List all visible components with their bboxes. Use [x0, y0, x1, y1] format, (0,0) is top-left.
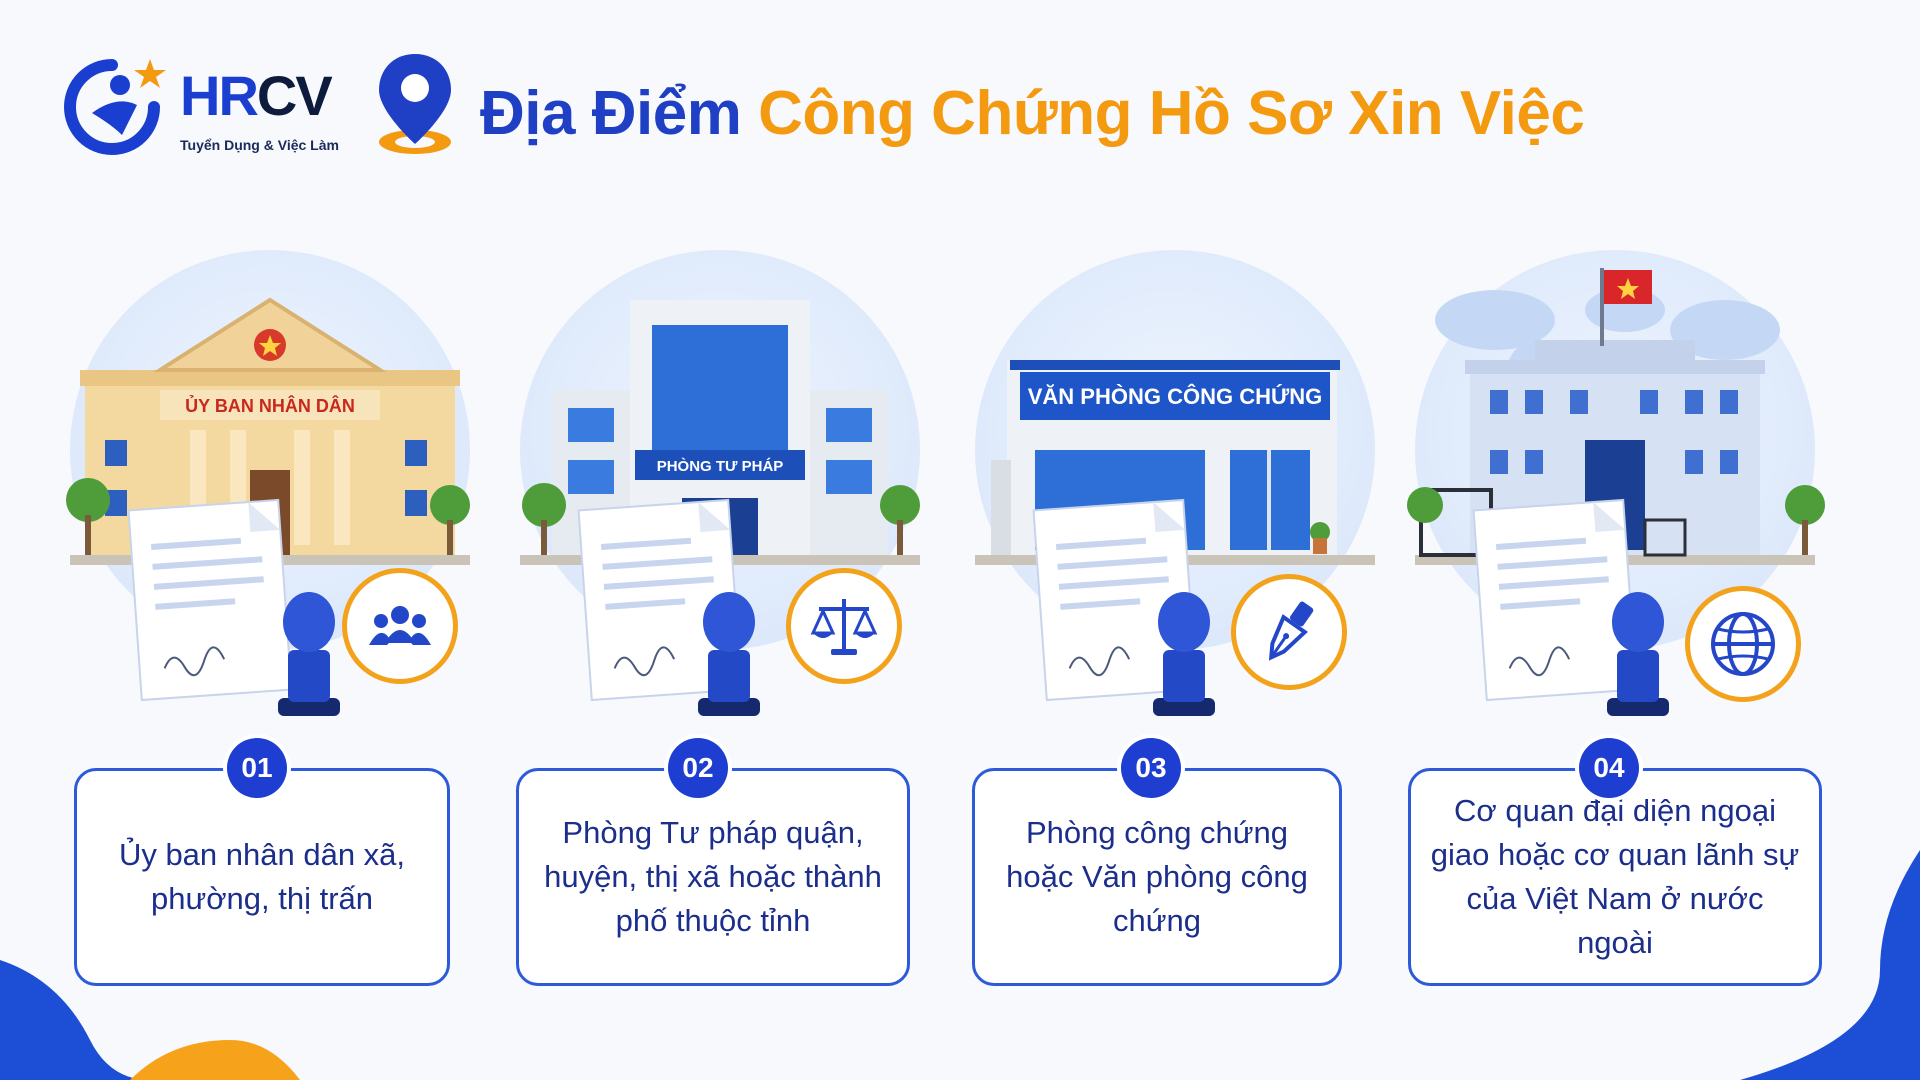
- description-box: Cơ quan đại diện ngoại giao hoặc cơ quan…: [1408, 768, 1822, 986]
- description-box: Phòng công chứng hoặc Văn phòng công chứ…: [972, 768, 1342, 986]
- building-sign: ỦY BAN NHÂN DÂN: [185, 395, 355, 416]
- logo-tagline: Tuyển Dụng & Việc Làm: [180, 137, 339, 153]
- card-01: ỦY BAN NHÂN DÂN: [50, 250, 490, 1000]
- fountain-pen-icon: [1268, 601, 1314, 661]
- badge-circle: [786, 568, 902, 684]
- badge-circle: [1231, 574, 1347, 690]
- scales-of-justice-icon: [810, 599, 878, 655]
- description-text: Phòng Tư pháp quận, huyện, thị xã hoặc t…: [544, 815, 882, 938]
- step-number: 01: [227, 738, 287, 798]
- page-title: Địa Điểm Công Chứng Hồ Sơ Xin Việc: [480, 79, 1585, 148]
- card-04: Cơ quan đại diện ngoại giao hoặc cơ quan…: [1395, 250, 1835, 1000]
- corner-wave-decoration: [0, 960, 300, 1080]
- building-sign: PHÒNG TƯ PHÁP: [657, 457, 784, 475]
- description-text: Ủy ban nhân dân xã, phường, thị trấn: [118, 837, 406, 916]
- people-group-icon: [369, 606, 431, 645]
- hrcv-logo: HRCV Tuyển Dụng & Việc Làm: [62, 55, 342, 165]
- badge-circle: [342, 568, 458, 684]
- people-committee-building-illustration: ỦY BAN NHÂN DÂN: [66, 297, 470, 716]
- description-text: Phòng công chứng hoặc Văn phòng công chứ…: [1006, 815, 1308, 938]
- logo-mark-icon: [64, 59, 166, 155]
- step-number: 02: [668, 738, 728, 798]
- logo-wordmark: HRCV: [180, 64, 333, 127]
- card-03: VĂN PHÒNG CÔNG CHỨNG: [955, 250, 1395, 1000]
- step-number: 03: [1121, 738, 1181, 798]
- justice-office-building-illustration: PHÒNG TƯ PHÁP: [520, 300, 920, 716]
- building-sign: VĂN PHÒNG CÔNG CHỨNG: [1028, 384, 1323, 409]
- card-02: PHÒNG TƯ PHÁP: [500, 250, 940, 1000]
- step-number: 04: [1579, 738, 1639, 798]
- globe-icon: [1711, 612, 1775, 676]
- description-text: Cơ quan đại diện ngoại giao hoặc cơ quan…: [1430, 793, 1800, 960]
- description-box: Phòng Tư pháp quận, huyện, thị xã hoặc t…: [516, 768, 910, 986]
- embassy-building-illustration: [1407, 268, 1825, 716]
- description-box: Ủy ban nhân dân xã, phường, thị trấn: [74, 768, 450, 986]
- location-pin-icon: [379, 54, 451, 154]
- notary-office-building-illustration: VĂN PHÒNG CÔNG CHỨNG: [975, 360, 1375, 716]
- corner-wave-decoration: [1740, 850, 1920, 1080]
- badge-circle: [1685, 586, 1801, 702]
